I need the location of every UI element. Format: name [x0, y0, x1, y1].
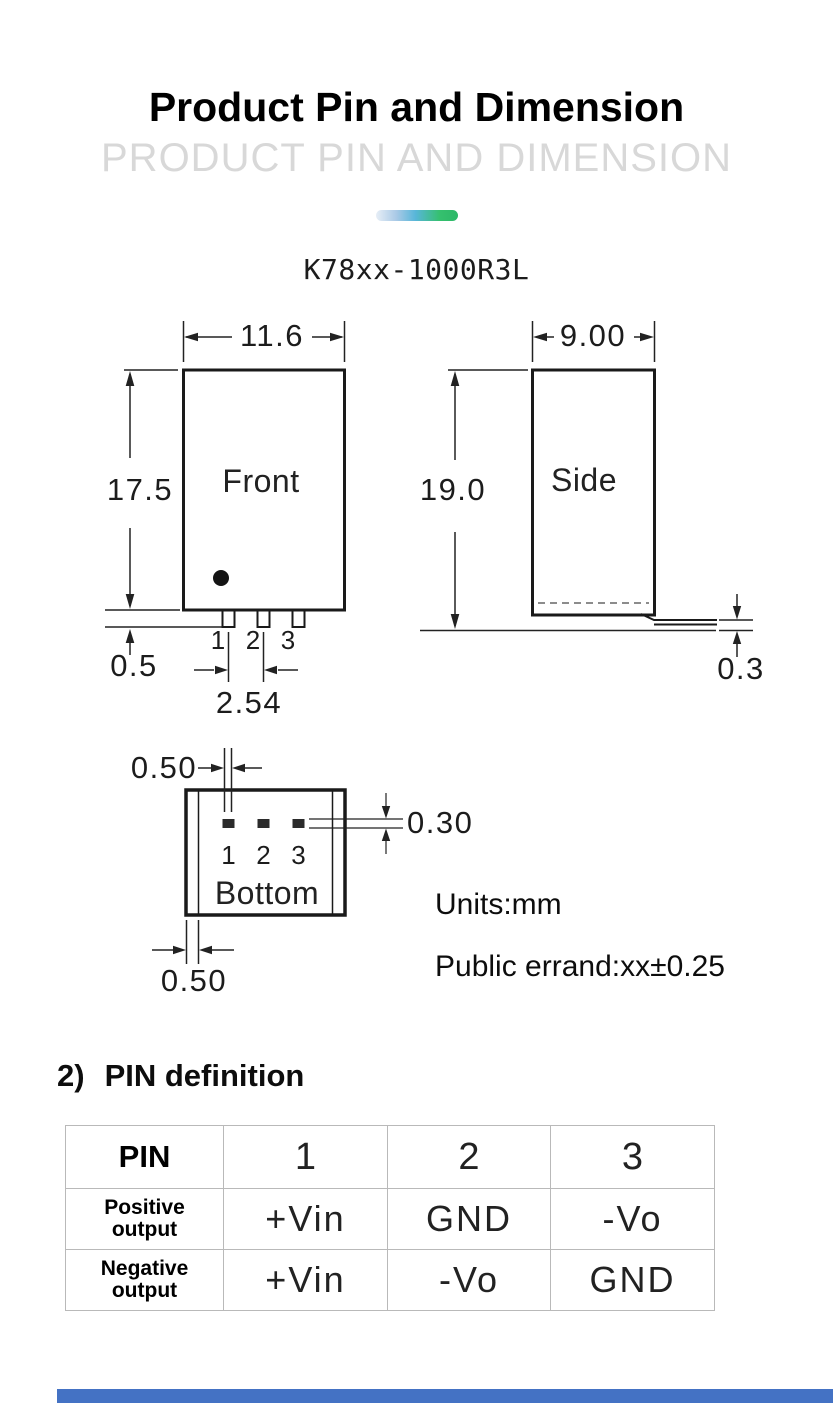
bottom-pin-3-label: 3	[291, 840, 305, 870]
positive-pin2-value: GND	[387, 1188, 551, 1250]
dimension-drawing: 11.6 17.5 0.5 2.54 1 2 3 Front 9.00	[105, 318, 765, 998]
table-header-row: PIN 1 2 3	[65, 1125, 715, 1189]
page-subtitle: PRODUCT PIN AND DIMENSION	[101, 136, 732, 180]
bottom-pin-2-label: 2	[256, 840, 270, 870]
front-height-dim-label: 17.5	[107, 472, 173, 507]
front-view-label: Front	[222, 463, 299, 499]
front-pin-length-dimension	[105, 626, 222, 655]
header-cell-pin: PIN	[65, 1125, 224, 1189]
bottom-view-body	[184, 788, 347, 917]
part-number: K78xx-1000R3L	[303, 253, 530, 286]
side-view-body	[531, 368, 717, 626]
bottom-pin-1	[222, 819, 235, 828]
front-pin-1	[221, 609, 236, 628]
header-cell-1: 1	[223, 1125, 388, 1189]
row-label-positive-output: Positive output	[65, 1188, 224, 1250]
pin-definition-table: PIN 1 2 3 Positive output +Vin GND -Vo N…	[65, 1125, 715, 1311]
side-height-dim-label: 19.0	[420, 472, 486, 507]
table-row-positive-output: Positive output +Vin GND -Vo	[65, 1188, 715, 1250]
negative-pin1-value: +Vin	[223, 1249, 388, 1311]
page-title: Product Pin and Dimension	[148, 84, 685, 130]
front-width-dim-label: 11.6	[240, 318, 304, 353]
front-pin-3-label: 3	[281, 625, 295, 655]
bottom-body-outline	[184, 788, 347, 917]
negative-pin3-value: GND	[550, 1249, 715, 1311]
side-body-outline	[531, 368, 656, 617]
front-pin-pitch-dimension	[194, 632, 298, 682]
side-lead-thickness-dim-label: 0.3	[717, 651, 765, 686]
bottom-accent-bar	[57, 1389, 833, 1403]
front-pin-3	[291, 609, 306, 628]
bottom-pin-3	[292, 819, 305, 828]
bottom-pin-thickness-dim-label: 0.30	[407, 805, 473, 840]
positive-pin3-value: -Vo	[550, 1188, 715, 1250]
side-lead-top	[640, 613, 717, 621]
bottom-pin-1-label: 1	[221, 840, 235, 870]
front-pin-length-dim-label: 0.5	[110, 648, 158, 683]
section-number: 2)	[57, 1058, 85, 1093]
side-lead-thickness-dimension	[719, 594, 753, 657]
header-cell-2: 2	[387, 1125, 551, 1189]
front-height-dimension	[105, 369, 180, 611]
section-title: PIN definition	[104, 1058, 305, 1093]
row-label-negative-output: Negative output	[65, 1249, 224, 1311]
bottom-pin-thickness-dimension	[309, 793, 403, 854]
bottom-view-label: Bottom	[215, 875, 319, 911]
front-pin-2-label: 2	[246, 625, 260, 655]
positive-pin1-value: +Vin	[223, 1188, 388, 1250]
table-row-negative-output: Negative output +Vin -Vo GND	[65, 1249, 715, 1311]
row-label-text: Positive output	[104, 1195, 185, 1241]
bottom-pin-width-dim-label: 0.50	[131, 750, 197, 785]
bottom-pin-width-dimension	[198, 748, 262, 812]
divider-ornament	[375, 210, 458, 221]
section-heading: 2) PIN definition	[57, 1058, 304, 1094]
units-note: Units:mm	[435, 888, 562, 921]
row-label-text: Negative output	[100, 1256, 189, 1302]
front-pin-pitch-dim-label: 2.54	[216, 685, 282, 720]
bottom-edge-offset-dimension	[152, 920, 234, 964]
side-width-dim-label: 9.00	[560, 318, 626, 353]
tolerance-note: Public errand:xx±0.25	[435, 950, 725, 983]
front-pin-1-label: 1	[211, 625, 225, 655]
front-pin-2	[256, 609, 271, 628]
side-view-label: Side	[551, 462, 617, 498]
bottom-pin-2	[257, 819, 270, 828]
negative-pin2-value: -Vo	[387, 1249, 551, 1311]
bottom-edge-offset-dim-label: 0.50	[161, 963, 227, 998]
header-cell-3: 3	[550, 1125, 715, 1189]
front-width-dimension	[182, 321, 346, 362]
side-height-dimension	[420, 369, 716, 632]
pin1-marker-dot	[213, 570, 229, 586]
side-width-dimension	[531, 321, 656, 362]
front-view-body	[182, 368, 346, 628]
